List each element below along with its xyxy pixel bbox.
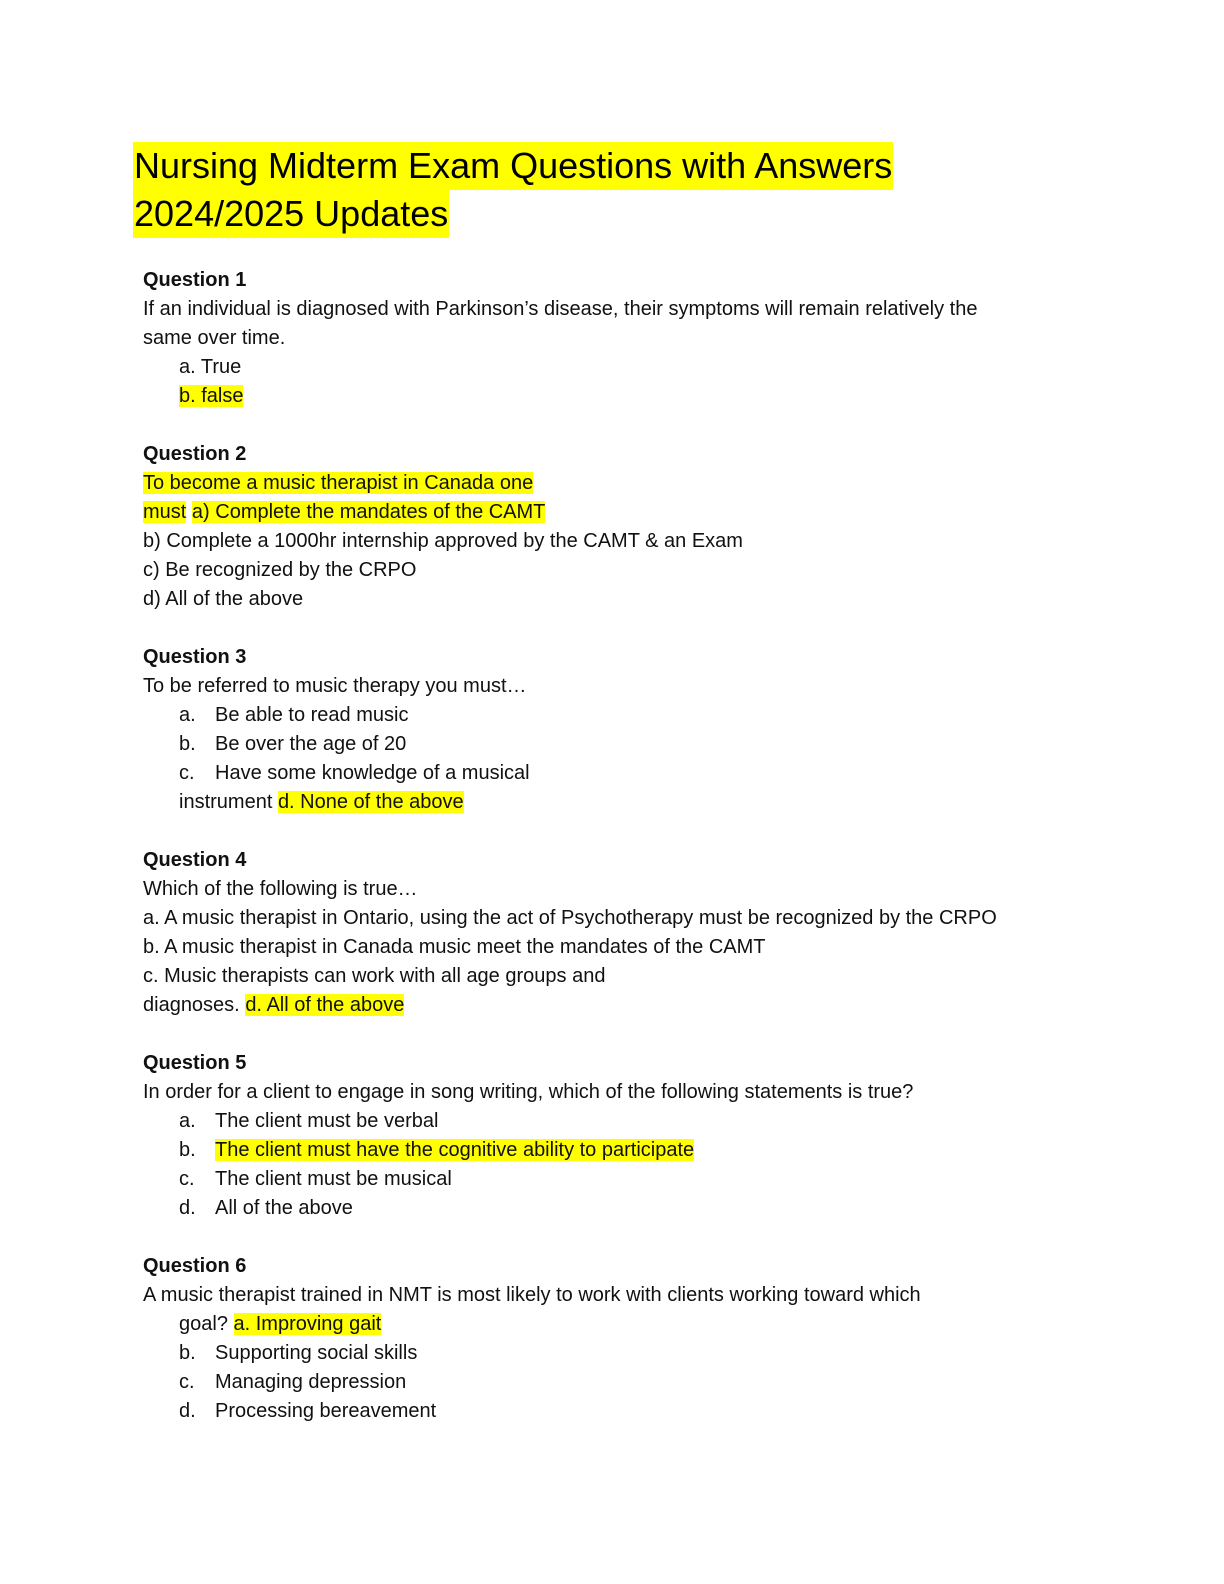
option-text: Managing depression [215, 1371, 407, 1393]
option-d: d. Processing bereavement [143, 1397, 1103, 1426]
option-c: c. Managing depression [143, 1368, 1103, 1397]
answer-highlight: must [143, 501, 187, 523]
option-b: b. A music therapist in Canada music mee… [143, 936, 766, 958]
option-text-cont: diagnoses. [143, 994, 240, 1016]
answer-highlight: d. None of the above [277, 791, 464, 813]
option-text: Be able to read music [215, 704, 409, 726]
option-label: b. [179, 1139, 196, 1161]
option-text: Processing bereavement [215, 1400, 437, 1422]
question-1: Question 1 If an individual is diagnosed… [143, 266, 1103, 411]
question-4: Question 4 Which of the following is tru… [143, 846, 1103, 1020]
option-a: a. The client must be verbal [143, 1107, 1103, 1136]
question-text-cont: same over time. [143, 327, 286, 349]
answer-highlight: b. false [179, 385, 244, 407]
option-c: c. The client must be musical [143, 1165, 1103, 1194]
option-label: d. [179, 1197, 196, 1219]
option-a: a. True [143, 353, 1103, 382]
option-b: b. Be over the age of 20 [143, 730, 1103, 759]
option-text: Be over the age of 20 [215, 733, 407, 755]
title-line-1: Nursing Midterm Exam Questions with Answ… [133, 142, 894, 190]
option-a: goal? a. Improving gait [143, 1310, 1103, 1339]
question-text: If an individual is diagnosed with Parki… [143, 298, 978, 320]
option-a: must a) Complete the mandates of the CAM… [143, 498, 1103, 527]
question-2: Question 2 To become a music therapist i… [143, 440, 1103, 614]
option-label: c. [179, 1168, 195, 1190]
question-heading: Question 5 [143, 1052, 247, 1074]
question-text: To become a music therapist in Canada on… [143, 469, 1103, 498]
option-d: d. All of the above [143, 1194, 1103, 1223]
option-text: The client must be verbal [215, 1110, 439, 1132]
option-c: c. Have some knowledge of a musical [143, 759, 1103, 788]
question-heading: Question 2 [143, 443, 247, 465]
question-6: Question 6 A music therapist trained in … [143, 1252, 1103, 1426]
question-5: Question 5 In order for a client to enga… [143, 1049, 1103, 1223]
question-text: To be referred to music therapy you must… [143, 675, 527, 697]
answer-highlight: The client must have the cognitive abili… [215, 1139, 695, 1161]
option-c: c) Be recognized by the CRPO [143, 559, 417, 581]
option-text: The client must be musical [215, 1168, 452, 1190]
question-text-cont: goal? [179, 1313, 228, 1335]
question-3: Question 3 To be referred to music thera… [143, 643, 1103, 817]
question-text: Which of the following is true… [143, 878, 418, 900]
question-heading: Question 6 [143, 1255, 247, 1277]
question-heading: Question 4 [143, 849, 247, 871]
option-a: a. A music therapist in Ontario, using t… [143, 907, 997, 929]
option-text: Supporting social skills [215, 1342, 418, 1364]
option-label: b. [179, 1342, 196, 1364]
option-label: c. [179, 762, 195, 784]
option-d: instrument d. None of the above [143, 788, 1103, 817]
option-text: Have some knowledge of a musical [215, 762, 530, 784]
question-heading: Question 3 [143, 646, 247, 668]
option-text-cont: instrument [179, 791, 273, 813]
option-b: b. false [143, 382, 1103, 411]
option-d: diagnoses. d. All of the above [143, 991, 1103, 1020]
option-b: b. Supporting social skills [143, 1339, 1103, 1368]
option-label: d. [179, 1400, 196, 1422]
option-d: d) All of the above [143, 588, 304, 610]
answer-highlight: a) Complete the mandates of the CAMT [191, 501, 546, 523]
option-a: a. Be able to read music [143, 701, 1103, 730]
answer-highlight: d. All of the above [245, 994, 405, 1016]
option-b: b) Complete a 1000hr internship approved… [143, 530, 743, 552]
option-label: a. [179, 704, 196, 726]
answer-highlight: To become a music therapist in Canada on… [143, 472, 534, 494]
option-text: All of the above [215, 1197, 353, 1219]
option-a-text: a. True [179, 356, 242, 378]
option-label: b. [179, 733, 196, 755]
document-title: Nursing Midterm Exam Questions with Answ… [133, 142, 894, 238]
option-label: a. [179, 1110, 196, 1132]
option-c: c. Music therapists can work with all ag… [143, 965, 606, 987]
option-b: b. The client must have the cognitive abi… [143, 1136, 1103, 1165]
question-text: In order for a client to engage in song … [143, 1081, 914, 1103]
question-heading: Question 1 [143, 269, 247, 291]
title-line-2: 2024/2025 Updates [133, 190, 450, 238]
option-label: c. [179, 1371, 195, 1393]
question-text: A music therapist trained in NMT is most… [143, 1284, 921, 1306]
answer-highlight: a. Improving gait [233, 1313, 382, 1335]
